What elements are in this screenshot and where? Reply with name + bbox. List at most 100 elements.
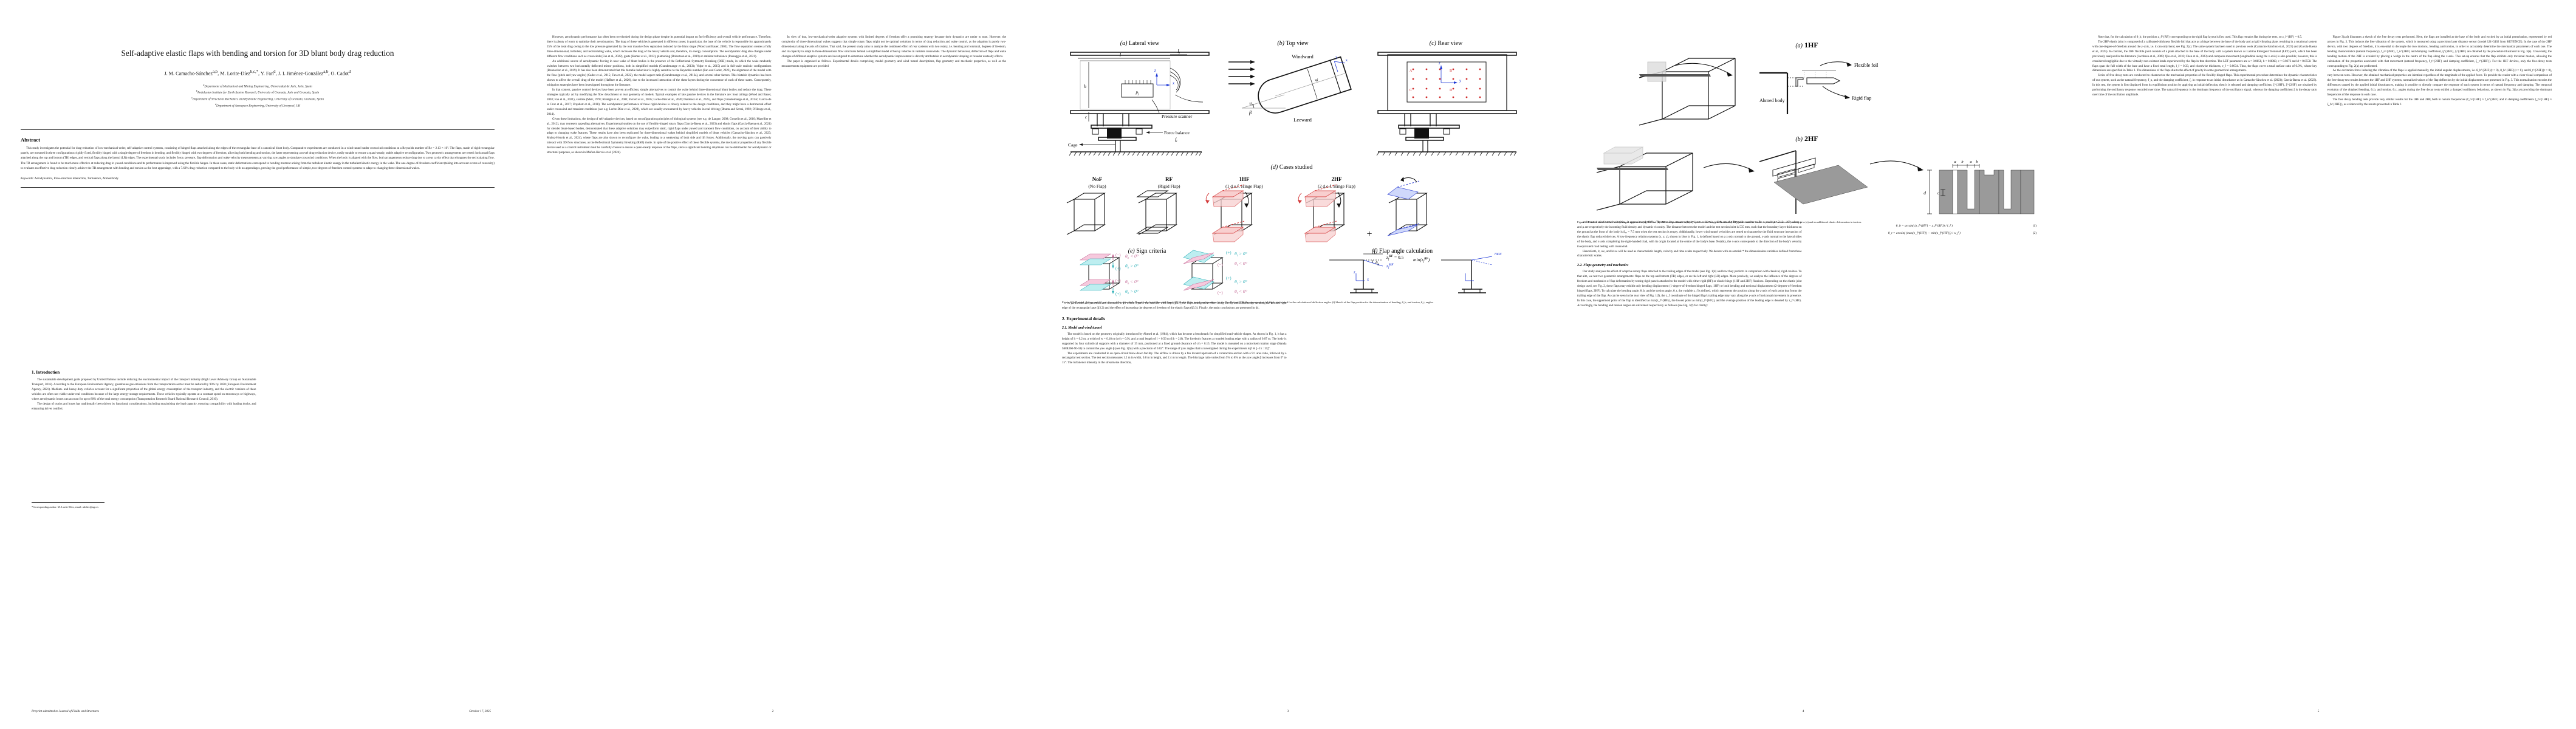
svg-text:z: z bbox=[1154, 68, 1156, 73]
svg-text:x: x bbox=[1366, 277, 1369, 282]
tap-label-a: A bbox=[1410, 69, 1413, 73]
p3-sec2-heading: 2. Experimental details bbox=[1062, 316, 1105, 321]
fig2-dim-b2: b bbox=[1976, 160, 1978, 164]
fig1-sign-criteria: (−) θb < 0° (+) θb > 0° (−) θb < 0° bbox=[1079, 250, 1247, 296]
svg-text:(+): (+) bbox=[1115, 292, 1121, 296]
svg-text:θb < 0°: θb < 0° bbox=[1125, 253, 1139, 260]
page-number-4: 4 bbox=[1802, 710, 1804, 713]
svg-text:θt > 0°: θt > 0° bbox=[1235, 251, 1247, 258]
fig1-label-b: (b) Top view bbox=[1277, 40, 1309, 47]
svg-text:Force balance: Force balance bbox=[1164, 130, 1190, 135]
svg-text:y: y bbox=[1334, 54, 1338, 60]
keywords-divider bbox=[21, 187, 495, 188]
page4-column-left: at the tested wind tunnel velocities, is… bbox=[1577, 221, 1802, 682]
p4-sec22-heading: 2.2. Flaps geometry and mechanics bbox=[1577, 264, 1629, 268]
svg-text:fi: fi bbox=[1175, 137, 1177, 143]
page-3: (a) Lateral view (b) Top view (c) Rear v… bbox=[1030, 0, 1546, 729]
p5-para-4: Figure 3(a,d) illustrates a sketch of th… bbox=[2327, 36, 2552, 68]
corresponding-author-footnote: *Corresponding author: M. Lorite-Díez, e… bbox=[32, 505, 99, 509]
svg-text:θt < 0°: θt < 0° bbox=[1235, 289, 1247, 295]
fig1-label-c: (c) Rear view bbox=[1430, 40, 1463, 47]
fig1-case-1hf: 1HF (1 d.o.f. Hinge Flap) bbox=[1205, 176, 1263, 242]
svg-text:β: β bbox=[1249, 110, 1252, 115]
page-4: (a) 1HF bbox=[1546, 0, 2061, 729]
svg-text:pj: pj bbox=[1136, 90, 1140, 96]
author-list: J. M. Camacho-Sáncheza,b, M. Lorite-Díez… bbox=[164, 69, 351, 77]
fig1-label-f: (f) Flap angle calculation bbox=[1372, 248, 1433, 255]
p3-sec21-heading: 2.1. Model and wind tunnel bbox=[1062, 326, 1102, 330]
p2-para-2: An additional source of aerodynamic forc… bbox=[547, 60, 772, 87]
page-number-5: 5 bbox=[2317, 710, 2320, 713]
p3-para-3: The experiments are conducted in an open… bbox=[1062, 352, 1287, 365]
svg-text:θb > 0°: θb > 0° bbox=[1125, 289, 1139, 295]
page-number-3: 3 bbox=[1287, 710, 1289, 713]
fig2-1hf-body: Flexible foil Rigid flap Ahmed body bbox=[1639, 58, 1879, 126]
fig1-label-d: (d) Cases studied bbox=[1271, 164, 1313, 171]
fig2-dim-a2: a bbox=[1970, 160, 1971, 164]
svg-text:Leeward: Leeward bbox=[1293, 117, 1312, 123]
fig1-top-view: w y x Windward Leeward u∞ bbox=[1228, 53, 1352, 123]
svg-text:(2 d.o.f. Hinge Flap): (2 d.o.f. Hinge Flap) bbox=[1318, 183, 1355, 189]
fig1-case-2hf: 2HF (2 d.o.f. Hinge Flap) bbox=[1298, 176, 1372, 242]
abstract-heading: Abstract bbox=[21, 137, 40, 143]
p4-para-2: Henceforth, it, u∞, and h/u∞ will be use… bbox=[1577, 250, 1802, 258]
p5-para-5: As the excitation force inducing the vib… bbox=[2327, 69, 2552, 97]
tap-label-c: C bbox=[1410, 89, 1412, 92]
svg-text:2HF: 2HF bbox=[1332, 176, 1343, 182]
fig1-case-2hf-torsion bbox=[1387, 177, 1428, 236]
p5-para-6: The free decay bending tests provide ver… bbox=[2327, 98, 2552, 106]
fig1-angle-calc: θb lf zfRF = 0.5 zfHF z x bbox=[1329, 248, 1502, 293]
p2-para-6: The paper is organised as follows. Exper… bbox=[781, 60, 1007, 68]
page2-column-right: In view of that, low-mechanical-order ad… bbox=[782, 35, 1007, 693]
svg-text:c: c bbox=[1085, 115, 1088, 120]
fig2-label-b: (b) 2HF bbox=[1795, 134, 1818, 143]
page2-column-left: However, aerodynamic performance has oft… bbox=[547, 35, 772, 693]
fig2-dim-a1: a bbox=[1954, 160, 1956, 164]
svg-text:min(zfRF): min(zfRF) bbox=[1413, 257, 1430, 264]
svg-text:θt < 0°: θt < 0° bbox=[1235, 261, 1247, 267]
fig2-annot-flexible-foil: Flexible foil bbox=[1854, 63, 1879, 68]
svg-text:θt > 0°: θt > 0° bbox=[1235, 279, 1247, 286]
svg-text:x: x bbox=[1172, 81, 1175, 86]
page5-column-right: Figure 3(a,d) illustrates a sketch of th… bbox=[2328, 35, 2552, 693]
svg-text:1HF: 1HF bbox=[1239, 176, 1250, 182]
intro-para-1: The sustainable development goals propos… bbox=[32, 378, 256, 401]
page-5: Note that, for the calculation of θ_b, t… bbox=[2061, 0, 2576, 729]
svg-text:NoF: NoF bbox=[1092, 176, 1103, 182]
fig1-rear-view: A B C D z y bbox=[1376, 52, 1517, 156]
p4-para-3: Our study analyses the effect of adaptiv… bbox=[1577, 270, 1802, 307]
intro-para-2: The design of trucks and buses has tradi… bbox=[32, 402, 256, 411]
p3-para-1: in §2. Results are presented and discuss… bbox=[1062, 302, 1287, 310]
fig1-plus-sign: + bbox=[1366, 229, 1372, 239]
p2-para-1: However, aerodynamic performance has oft… bbox=[547, 36, 772, 58]
p2-para-4: Given these limitations, the design of s… bbox=[547, 117, 772, 155]
fig2-dim-c: c bbox=[1937, 191, 1940, 196]
page4-column-right: θ_b = arcsin( (z_f^{HF} − z_f^{RF}) / l_… bbox=[1812, 221, 2036, 682]
figure-2: (a) 1HF bbox=[1577, 36, 2036, 224]
fig1-lateral-view: l lf h c bbox=[1068, 49, 1210, 156]
fig1-case-nof: NoF (No Flap) bbox=[1066, 176, 1106, 235]
equation-2: θ_t = arcsin( (max(z_f^{HF}) − min(z_f^{… bbox=[1812, 231, 2036, 235]
svg-text:z: z bbox=[1438, 61, 1440, 66]
svg-text:θb > 0°: θb > 0° bbox=[1125, 263, 1139, 270]
equation-1-body: θ_b = arcsin( (z_f^{HF} − z_f^{RF}) / l_… bbox=[1896, 224, 1953, 228]
page3-column-left: in §2. Results are presented and discuss… bbox=[1062, 301, 1287, 666]
svg-text:(Rigid Flap): (Rigid Flap) bbox=[1158, 183, 1180, 189]
p2-para-5: In view of that, low-mechanical-order ad… bbox=[781, 36, 1007, 58]
footnote-divider bbox=[32, 502, 104, 504]
equation-2-number: (2) bbox=[2032, 231, 2036, 235]
equation-1-number: (1) bbox=[2032, 224, 2036, 228]
fig1-label-a: (a) Lateral view bbox=[1120, 40, 1160, 47]
svg-text:θb: θb bbox=[1375, 261, 1379, 267]
svg-text:Pressure scanner: Pressure scanner bbox=[1162, 114, 1193, 119]
page3-column-right bbox=[1297, 301, 1522, 666]
intro-heading: 1. Introduction bbox=[32, 370, 60, 375]
equation-1: θ_b = arcsin( (z_f^{HF} − z_f^{RF}) / l_… bbox=[1812, 224, 2036, 228]
svg-text:x: x bbox=[1345, 57, 1349, 63]
page-footer-1: Preprint submitted to Journal of Fluids … bbox=[32, 710, 491, 713]
svg-text:(+): (+) bbox=[1226, 250, 1231, 255]
tap-label-d: D bbox=[1450, 89, 1453, 92]
keywords-line: Keywords: Aerodynamics, Flow-structure i… bbox=[21, 176, 495, 181]
p2-para-3: In that context, passive control devices… bbox=[547, 89, 772, 116]
